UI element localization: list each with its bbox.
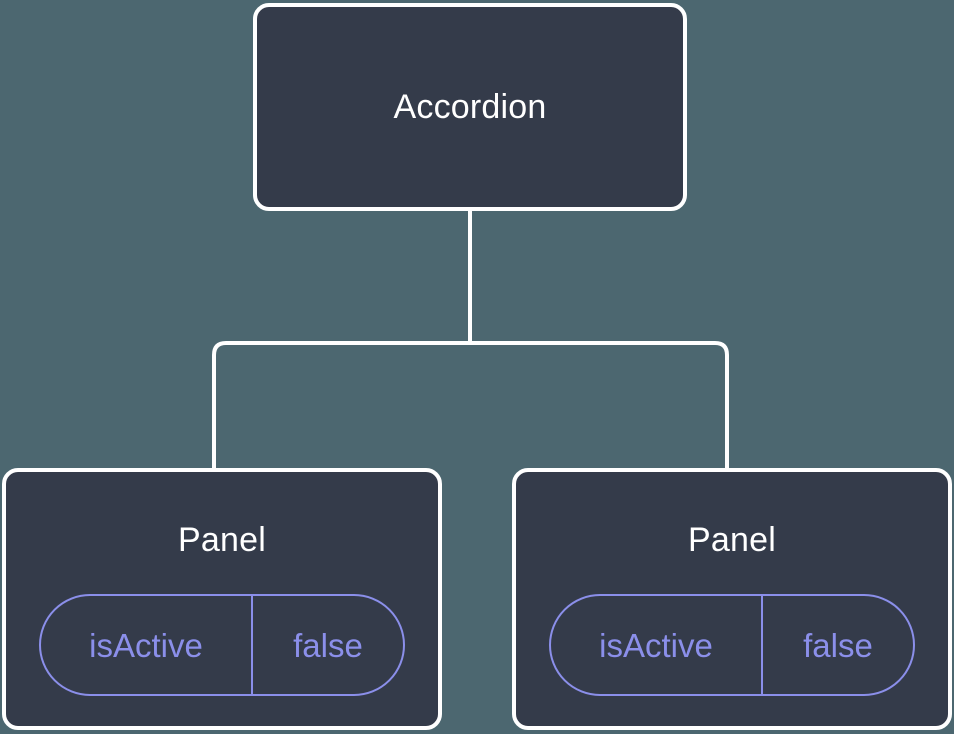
state-pill-panel-1[interactable]: isActive false: [39, 594, 405, 696]
node-panel-1[interactable]: Panel isActive false: [2, 468, 442, 730]
node-accordion[interactable]: Accordion: [253, 3, 687, 211]
state-value-panel-2: false: [803, 626, 873, 664]
state-key-panel-2: isActive: [551, 596, 763, 694]
state-value-panel-1: false: [293, 626, 363, 664]
node-panel-2-label: Panel: [688, 521, 776, 559]
node-panel-2[interactable]: Panel isActive false: [512, 468, 952, 730]
node-panel-1-label: Panel: [178, 521, 266, 559]
connector-branch-right: [470, 341, 729, 470]
node-accordion-label: Accordion: [393, 88, 547, 126]
state-pill-panel-2[interactable]: isActive false: [549, 594, 915, 696]
connector-branch-left: [212, 341, 470, 470]
state-key-panel-1: isActive: [41, 596, 253, 694]
